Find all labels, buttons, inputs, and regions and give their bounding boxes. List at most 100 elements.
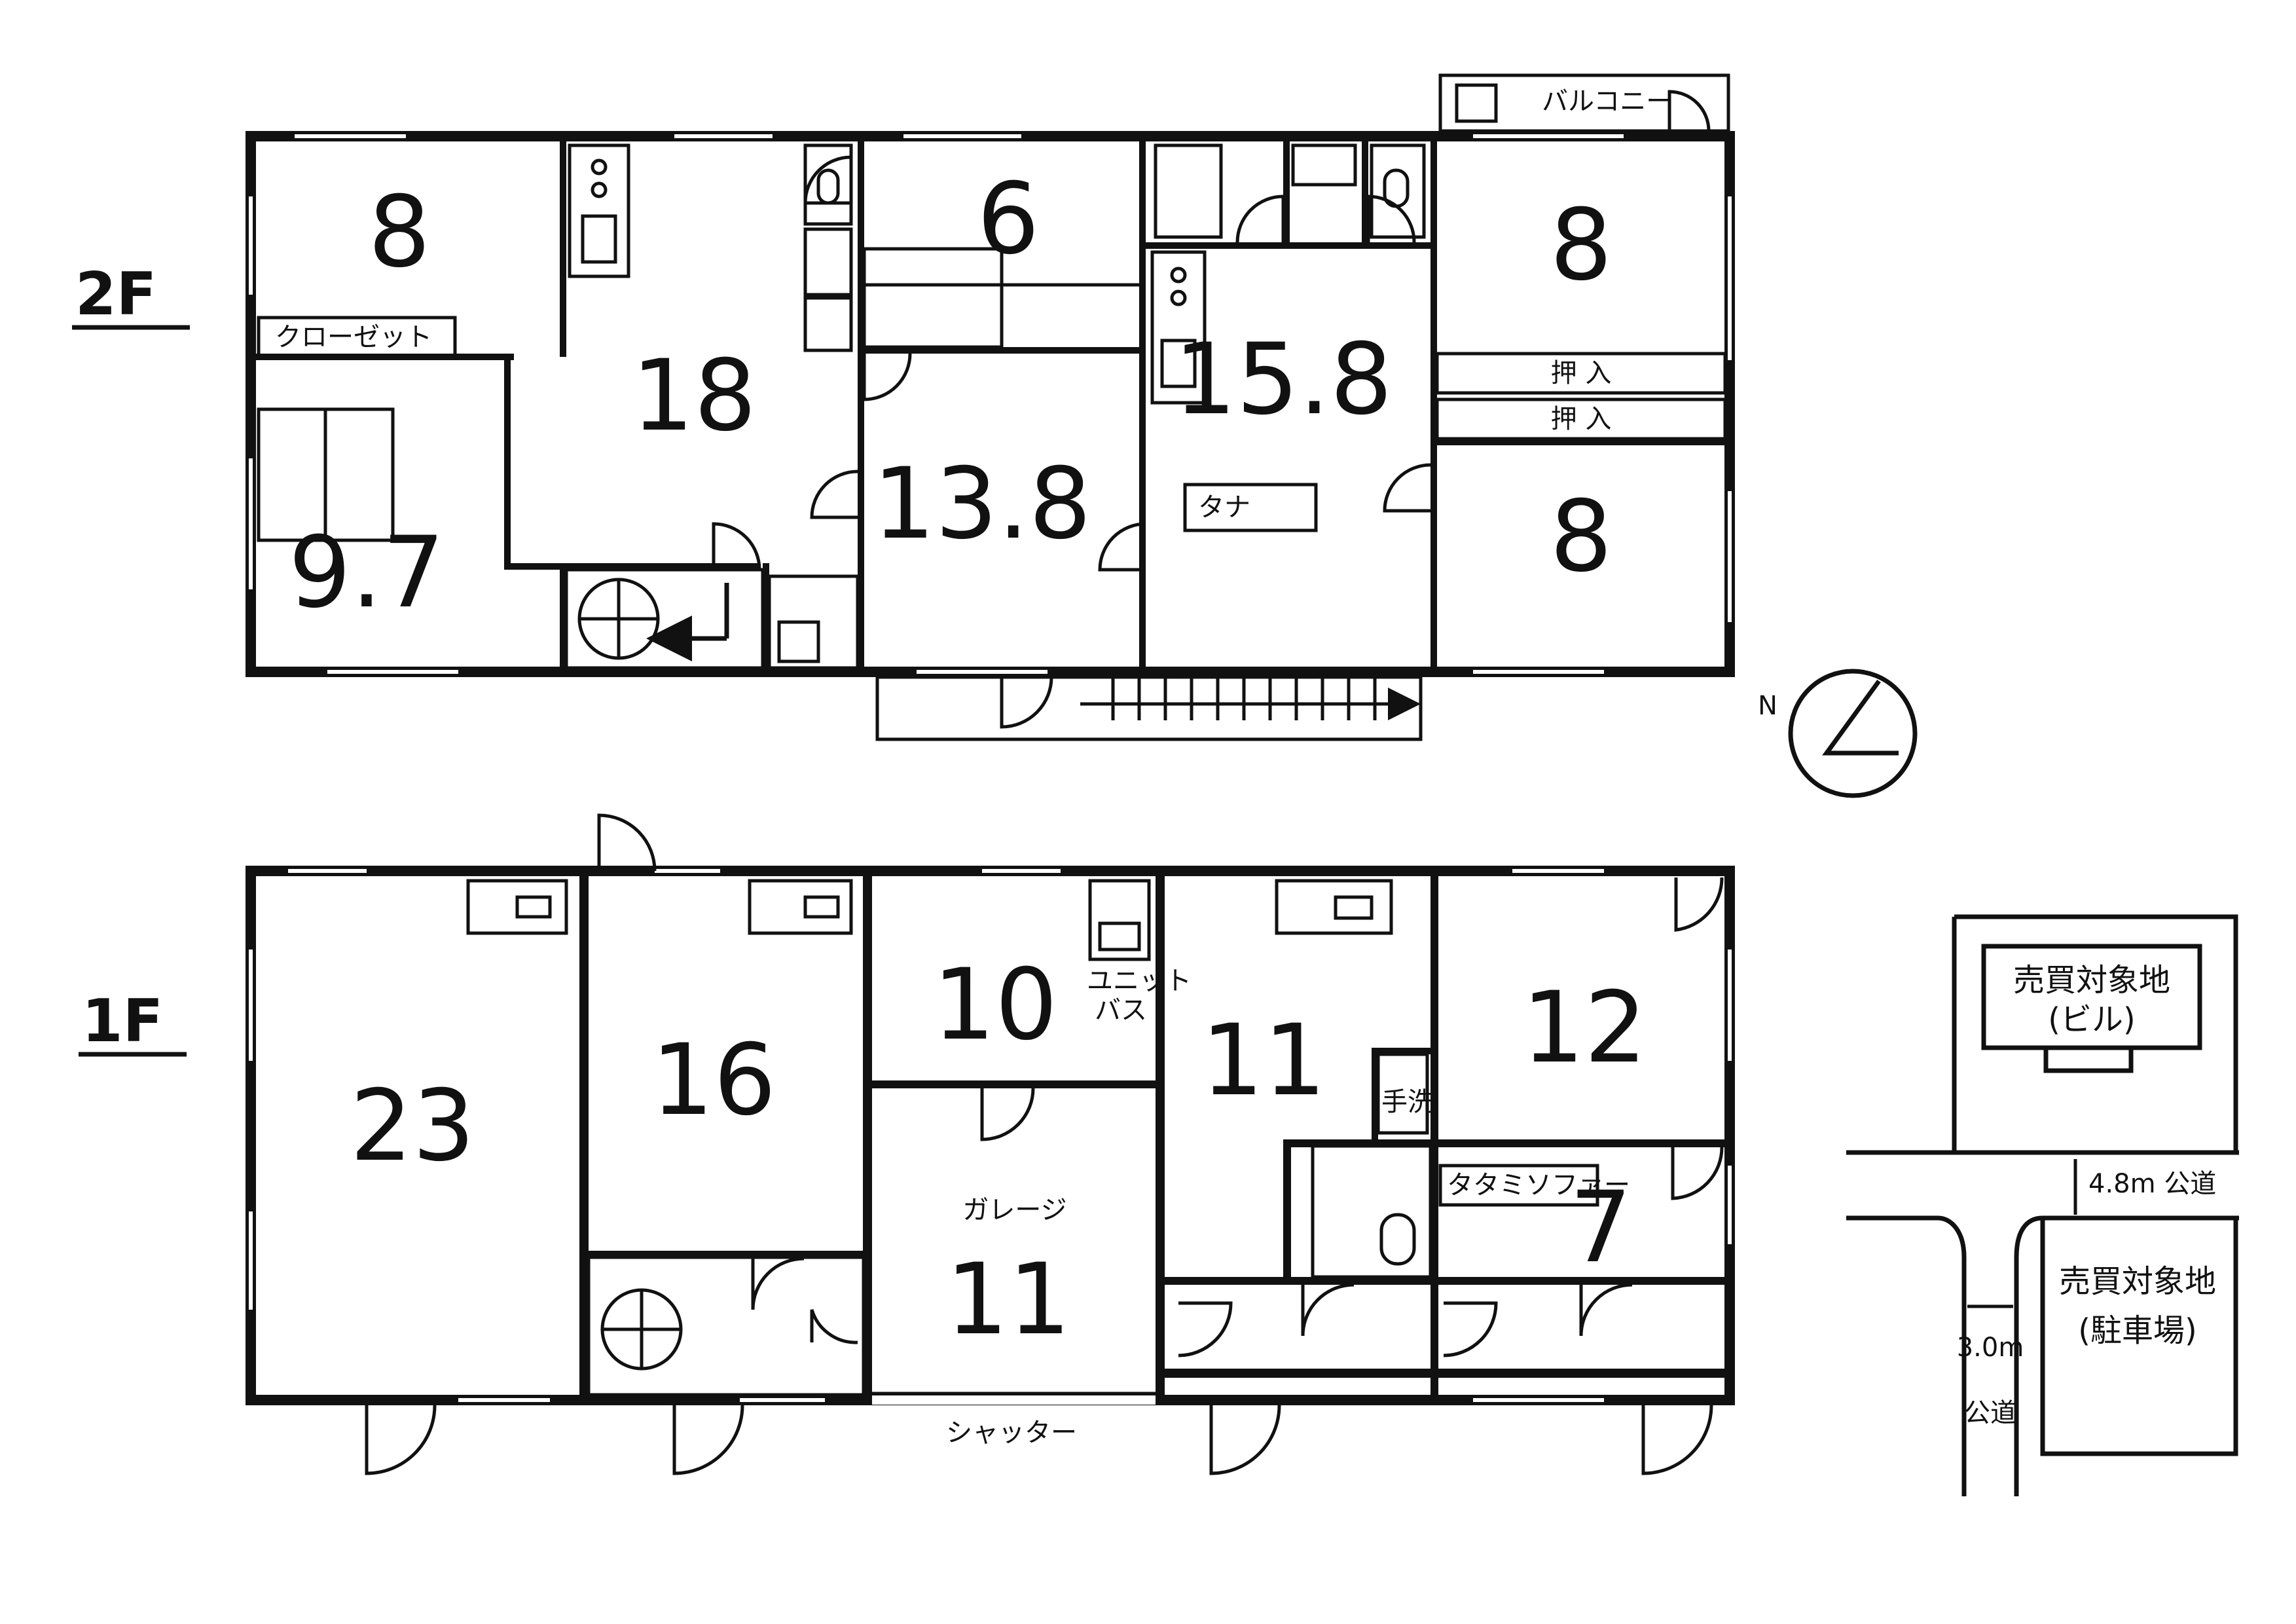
closet-label: クローゼット [275, 322, 432, 352]
interior-wall [1283, 1139, 1291, 1283]
washroom-label: 手洗 [1381, 1087, 1434, 1117]
side-road-kind-label: 公道 [1964, 1398, 2016, 1428]
room-size-18: 18 [632, 339, 757, 453]
interior-wall [1372, 1048, 1378, 1139]
oshiire-2-box [1435, 397, 1727, 441]
north-label: N [1758, 691, 1777, 721]
toilet-2f-b [1370, 143, 1426, 239]
first-floor-plan: 1F [79, 813, 1735, 1475]
site-map: 売買対象地 (ビル) 売買対象地 (駐車場) 4.8m 公道 3.0m 公道 [1846, 914, 2239, 1496]
compass-circle [1788, 669, 1918, 798]
interior-wall [560, 131, 566, 357]
interior-wall [871, 1080, 1159, 1088]
kitchen-counter-2f-b [1150, 250, 1207, 405]
doors-1f [365, 813, 1724, 1475]
room-size-13-8: 13.8 [873, 447, 1091, 561]
parking-lot-outline [2040, 1218, 2238, 1456]
interior-wall [1430, 131, 1437, 668]
interior-wall [864, 347, 1146, 354]
tatami-sofa-box [1438, 1164, 1599, 1207]
windows-2f [249, 134, 1732, 674]
interior-wall [1165, 1369, 1728, 1378]
room-size-23: 23 [350, 1069, 475, 1183]
tatami-area [862, 247, 1004, 349]
floor-label-2f: 2F [75, 260, 156, 329]
interior-wall [858, 131, 864, 674]
sink-16 [748, 879, 853, 935]
toilet-2f-a [803, 143, 853, 226]
toilet-room-1f [1311, 1144, 1432, 1279]
washbasin-2f [803, 227, 853, 297]
interior-wall [504, 354, 511, 570]
shelf-box [1183, 483, 1318, 532]
exterior-wall-east [1724, 866, 1735, 1405]
building-label-line2: (ビル) [2048, 1001, 2135, 1038]
sink-23 [466, 879, 568, 935]
building-label-line1: 売買対象地 [2013, 962, 2170, 999]
interior-wall [560, 563, 566, 671]
rect [777, 620, 820, 663]
rect [515, 895, 552, 919]
room-size-12: 12 [1522, 971, 1647, 1085]
interior-wall [1430, 1146, 1438, 1277]
rect [1098, 921, 1141, 951]
room-size-10: 10 [933, 948, 1058, 1062]
balcony [1438, 73, 1730, 133]
rect [1455, 83, 1498, 123]
doors-2f [712, 90, 1711, 729]
washbasin-2f-b [1291, 143, 1357, 187]
interior-wall [1430, 1277, 1438, 1401]
rect [816, 168, 840, 205]
rect [803, 895, 840, 919]
interior-wall [763, 563, 769, 671]
stair-treads [1111, 677, 1377, 720]
room-size-8-northwest: 8 [368, 175, 430, 289]
room-size-7: 7 [1569, 1171, 1631, 1285]
parking-label-line2: (駐車場) [2078, 1312, 2196, 1349]
unit-bath-fixture [1088, 879, 1151, 961]
oshiire-1-box [1435, 352, 1727, 395]
oshiire-1-label: 押 入 [1551, 358, 1612, 388]
interior-wall [1362, 131, 1368, 249]
tatami-sofa-label: タタミソファー [1447, 1170, 1630, 1200]
sink-11 [1275, 879, 1393, 935]
interior-wall [1283, 131, 1290, 249]
interior-wall [1156, 866, 1165, 1405]
shelf-label: タナ [1198, 492, 1250, 523]
second-floor-plan: 2F [72, 73, 1735, 741]
circle [1170, 289, 1187, 306]
garage-label: ガレージ [962, 1195, 1066, 1225]
rect [2043, 1045, 2134, 1073]
unit-bath-label-2: バス [1095, 995, 1147, 1025]
building-lot-outline [1954, 914, 2238, 1153]
garage-size: 11 [946, 1243, 1071, 1357]
rect [1160, 339, 1197, 388]
main-road-label: 4.8m 公道 [2088, 1169, 2216, 1199]
oshiire-2-label: 押 入 [1551, 404, 1612, 434]
exterior-wall-west [246, 866, 256, 1405]
washroom-box [1376, 1052, 1429, 1135]
room-size-6: 6 [977, 162, 1039, 276]
interior-wall [1372, 1048, 1430, 1054]
circle [591, 181, 608, 198]
interior-wall [1437, 439, 1732, 445]
interior-wall [579, 866, 589, 1405]
road-edge-west [1846, 1215, 1967, 1496]
stair-hall-box [564, 568, 765, 670]
room-size-9-7: 9.7 [289, 516, 445, 630]
storage-box-2f [767, 574, 860, 670]
side-road-width-label: 3.0m [1957, 1333, 2024, 1363]
room-size-15-8: 15.8 [1174, 323, 1393, 437]
rect [1334, 895, 1374, 920]
room-size-8-southeast: 8 [1550, 480, 1612, 594]
rect [803, 296, 853, 352]
exterior-wall-west [246, 131, 256, 677]
toilet-1f [1379, 1213, 1416, 1266]
closet-box [257, 316, 457, 359]
circle [1170, 267, 1187, 284]
room-size-8-northeast: 8 [1550, 189, 1612, 303]
room-size-11: 11 [1201, 1004, 1326, 1118]
interior-wall [1139, 131, 1146, 668]
north-arrow: N [1758, 669, 1918, 798]
stair-hall-1f [587, 1255, 866, 1397]
